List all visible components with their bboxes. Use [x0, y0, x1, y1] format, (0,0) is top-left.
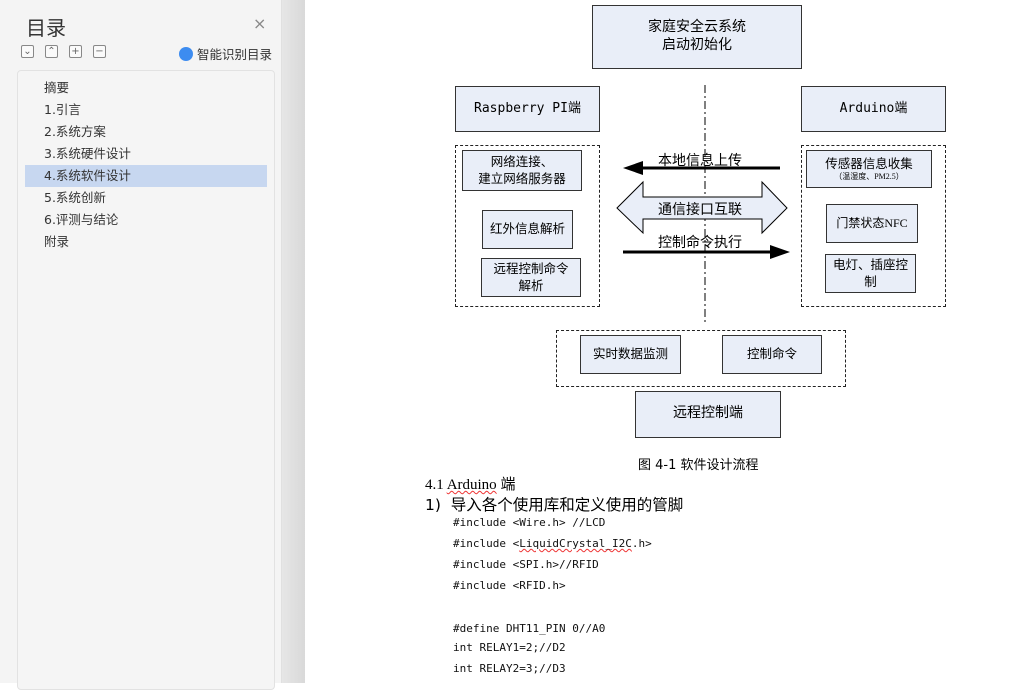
light-line2: 制 [864, 274, 877, 289]
arduino-group [801, 145, 946, 307]
code-line: #include <RFID.h> [453, 579, 566, 592]
exec-label: 控制命令执行 [658, 235, 742, 251]
expand-all-icon[interactable]: ⌃ [45, 45, 58, 58]
arduino-box: Arduino端 [801, 86, 946, 132]
add-heading-icon[interactable]: + [69, 45, 82, 58]
ir-box: 红外信息解析 [482, 210, 573, 249]
code-part: #include < [453, 537, 520, 550]
code-part: LiquidCrystal_I2C [519, 537, 632, 550]
toc-item[interactable]: 3.系统硬件设计 [44, 146, 131, 161]
toc-item[interactable]: 6.评测与结论 [44, 212, 119, 227]
toc-item[interactable]: 1.引言 [44, 102, 81, 117]
control-box: 控制命令 [722, 335, 822, 374]
upload-arrow-head [623, 161, 643, 175]
comm-double-arrow [616, 180, 788, 235]
exec-arrow-head [770, 245, 790, 259]
code-line: int RELAY1=2;//D2 [453, 641, 566, 654]
comm-label: 通信接口互联 [658, 202, 742, 218]
sensor-box: 传感器信息收集（温湿度、PM2.5） [806, 150, 932, 188]
light-line1: 电灯、插座控 [832, 258, 908, 273]
code-line: int RELAY2=3;//D3 [453, 662, 566, 675]
step-heading: 1) 导入各个使用库和定义使用的管脚 [425, 496, 684, 514]
toc-item[interactable]: 摘要 [44, 80, 70, 95]
rpi-group [455, 145, 600, 307]
figure-caption: 图 4-1 软件设计流程 [638, 458, 759, 473]
rpi-box: Raspberry PI端 [455, 86, 600, 132]
remove-heading-icon[interactable]: − [93, 45, 106, 58]
light-box: 电灯、插座控制 [825, 254, 916, 293]
toc-sidebar: 目录 × ⌄ ⌃ + − 智能识别目录 摘要 1.引言 2.系统方案 3.系统硬… [0, 0, 282, 690]
heading-tail: 端 [496, 477, 516, 493]
smart-toc-label: 智能识别目录 [197, 47, 273, 62]
toc-item[interactable]: 5.系统创新 [44, 190, 106, 205]
close-icon[interactable]: × [253, 14, 267, 33]
upload-label: 本地信息上传 [658, 153, 742, 169]
monitor-box: 实时数据监测 [580, 335, 681, 374]
toc-item[interactable]: 附录 [44, 234, 70, 249]
code-line: #include <LiquidCrystal_I2C.h> [453, 537, 652, 550]
door-box: 门禁状态NFC [826, 204, 918, 243]
code-part: .h> [631, 537, 652, 550]
toc-list: 摘要 1.引言 2.系统方案 3.系统硬件设计 4.系统软件设计 5.系统创新 … [17, 70, 275, 690]
remote-cmd-line2: 解析 [518, 278, 544, 293]
smart-toc-button[interactable]: 智能识别目录 [179, 44, 272, 63]
network-line2: 建立网络服务器 [478, 171, 566, 186]
toc-title: 目录 [26, 16, 66, 40]
toc-item-active[interactable]: 4.系统软件设计 [25, 165, 267, 187]
collapse-all-icon[interactable]: ⌄ [21, 45, 34, 58]
code-line: #include <SPI.h>//RFID [453, 558, 599, 571]
code-line: #define DHT11_PIN 0//A0 [453, 622, 606, 635]
network-box: 网络连接、建立网络服务器 [462, 150, 582, 191]
smart-icon [179, 46, 193, 61]
toc-item[interactable]: 2.系统方案 [44, 124, 106, 139]
init-line1: 家庭安全云系统 [648, 19, 746, 35]
page-gutter [282, 0, 305, 683]
remote-cmd-box: 远程控制命令解析 [481, 258, 581, 297]
section-heading: 4.1 Arduino 端 [425, 473, 515, 494]
sensor-line2: （温湿度、PM2.5） [834, 171, 904, 181]
remote-box: 远程控制端 [635, 391, 781, 438]
remote-cmd-line1: 远程控制命令 [493, 262, 569, 277]
heading-word: Arduino [446, 477, 497, 493]
code-line: #include <Wire.h> //LCD [453, 516, 606, 529]
sensor-line1: 传感器信息收集 [825, 156, 913, 171]
init-line2: 启动初始化 [662, 38, 732, 53]
heading-number: 4.1 [425, 477, 447, 493]
init-box: 家庭安全云系统启动初始化 [592, 5, 802, 69]
network-line1: 网络连接、 [490, 155, 554, 170]
remote-group [556, 330, 846, 387]
